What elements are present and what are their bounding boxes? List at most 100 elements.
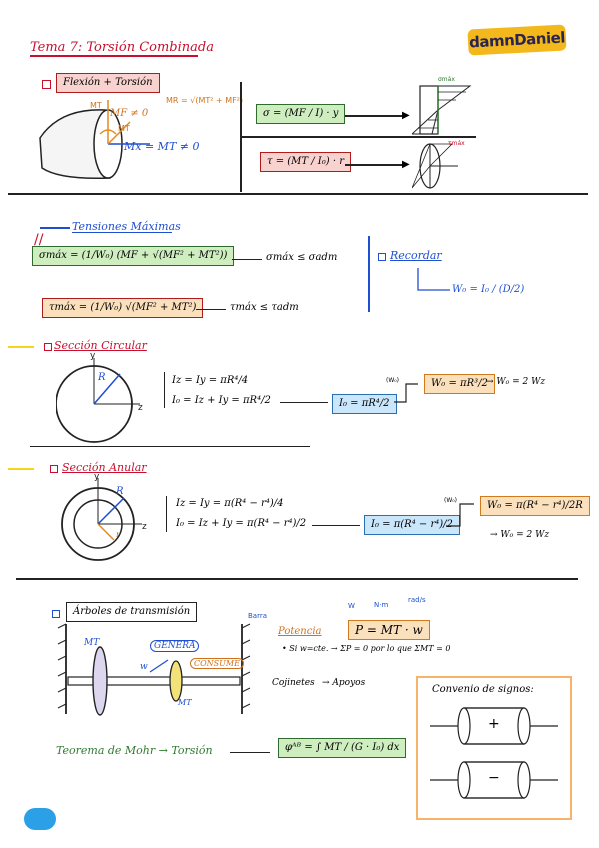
w0-result: → W₀ = 2 Wz bbox=[486, 377, 546, 387]
io-formula: I₀ = Iz + Iy = π(R⁴ − r⁴)/2 bbox=[176, 518, 307, 529]
mt-left-label: MT bbox=[84, 638, 100, 648]
io-formula: I₀ = Iz + Iy = πR⁴/2 bbox=[172, 395, 271, 406]
title-underline bbox=[30, 55, 198, 57]
si-line: • Si w=cte. → ΣP = 0 por lo que ΣMT = 0 bbox=[282, 644, 451, 653]
bullet-square-icon bbox=[44, 343, 52, 351]
potencia-label: Potencia bbox=[278, 626, 322, 637]
beam-label: Barra bbox=[248, 612, 268, 620]
arrow-line bbox=[280, 402, 328, 404]
w0-box: W₀ = πR³/2 bbox=[424, 374, 495, 394]
axis-y-label: y bbox=[90, 351, 96, 361]
io-box: I₀ = πR⁴/2 bbox=[332, 394, 397, 414]
inner-radius-label: r bbox=[116, 530, 120, 539]
apoyos-label: → Apoyos bbox=[322, 678, 366, 688]
arrow-line bbox=[40, 227, 70, 229]
sigma-max-label: σmáx bbox=[438, 76, 455, 83]
arrow-line bbox=[196, 309, 226, 311]
w0-box: W₀ = π(R⁴ − r⁴)/2R bbox=[480, 496, 590, 516]
circular-section-diagram bbox=[56, 358, 140, 443]
convenio-box bbox=[416, 676, 572, 820]
rad-unit-label: rad/s bbox=[408, 596, 426, 604]
tau-formula: τ = (MT / I₀) · r bbox=[260, 152, 351, 172]
convenio-title: Convenio de signos: bbox=[432, 684, 534, 695]
axis-z-label: z bbox=[142, 522, 147, 532]
heading-underline bbox=[72, 232, 172, 233]
sigma-max-formula: σmáx = (1/W₀) (MF + √(MF² + MT²)) bbox=[32, 246, 235, 266]
arrow-line bbox=[232, 259, 262, 261]
section-divider bbox=[30, 446, 310, 448]
nm-unit-label: N·m bbox=[374, 601, 389, 609]
mx-label: Mx = MT ≠ 0 bbox=[124, 140, 200, 153]
vertical-divider bbox=[368, 236, 370, 312]
mohr-heading: Teorema de Mohr → Torsión bbox=[56, 744, 213, 757]
w0-result: → W₀ = 2 Wz bbox=[490, 530, 550, 540]
tau-max-label: τmáx bbox=[448, 140, 465, 147]
circular-heading: Sección Circular bbox=[54, 339, 147, 352]
iz-formula: Iz = Iy = πR⁴/4 bbox=[172, 375, 249, 386]
w0-formula: W₀ = I₀ / (D/2) bbox=[452, 284, 525, 295]
sigma-distribution-diagram bbox=[412, 85, 472, 135]
mr-label: MR = √(MT² + MF²) bbox=[166, 96, 244, 105]
recordar-label: Recordar bbox=[390, 249, 442, 262]
bullet-square-icon bbox=[50, 465, 58, 473]
brand-mark-icon bbox=[24, 808, 56, 830]
tau-distribution-diagram bbox=[412, 143, 458, 189]
tau-max-formula: τmáx = (1/W₀) √(MF² + MT²) bbox=[42, 298, 204, 318]
radius-label: R bbox=[98, 372, 106, 383]
highlight-mark-icon: // bbox=[34, 232, 44, 248]
arboles-heading: Árboles de transmisión bbox=[66, 602, 198, 622]
sigma-formula: σ = (MF / I) · y bbox=[256, 104, 346, 124]
mf-label: MF ≠ 0 bbox=[110, 108, 149, 119]
mt-label: MT bbox=[118, 124, 130, 133]
bracket-arrow bbox=[394, 383, 418, 403]
omega-label: w bbox=[140, 662, 148, 672]
axis-z-label: z bbox=[138, 403, 143, 413]
transmission-shaft-diagram bbox=[57, 623, 251, 716]
page-title: Tema 7: Torsión Combinada bbox=[30, 40, 214, 55]
yellow-dash bbox=[8, 346, 34, 348]
mohr-formula: φᴬᴮ = ∫ MT / (G · I₀) dx bbox=[278, 738, 407, 758]
sign-convention-diagram bbox=[430, 707, 558, 799]
minus-sign: − bbox=[488, 770, 500, 786]
axis-y-label: y bbox=[94, 472, 100, 482]
mt-right-label: MT bbox=[178, 698, 192, 707]
bullet-square-icon bbox=[42, 80, 51, 89]
genera-label: GENERA bbox=[150, 640, 200, 652]
recordar-arrow bbox=[417, 268, 450, 291]
power-formula: P = MT · w bbox=[348, 620, 430, 640]
arrow-line bbox=[312, 525, 360, 527]
section-divider bbox=[16, 578, 578, 580]
arrow-head-icon: ▶ bbox=[402, 159, 410, 170]
sigma-condition: σmáx ≤ σadm bbox=[266, 252, 338, 263]
tau-condition: τmáx ≤ τadm bbox=[230, 302, 299, 313]
plus-sign: + bbox=[488, 716, 500, 732]
vertical-bar bbox=[166, 496, 168, 532]
iz-formula: Iz = Iy = π(R⁴ − r⁴)/4 bbox=[176, 498, 284, 509]
horizontal-divider bbox=[241, 136, 476, 138]
w-arrow-label: (W₀) bbox=[386, 377, 400, 384]
arrow-line bbox=[345, 164, 405, 166]
vertical-divider bbox=[240, 82, 242, 192]
consume-label: CONSUME bbox=[190, 658, 244, 669]
arrow-line bbox=[230, 752, 270, 754]
tensiones-heading: Tensiones Máximas bbox=[72, 220, 181, 233]
annular-section-diagram bbox=[61, 478, 142, 561]
bullet-square-icon bbox=[52, 610, 60, 618]
mt-small-label: MT bbox=[90, 101, 102, 110]
anular-heading: Sección Anular bbox=[62, 461, 147, 474]
arrow-head-icon: ▶ bbox=[402, 110, 410, 121]
bracket-arrow bbox=[446, 503, 474, 527]
vertical-bar bbox=[164, 372, 166, 408]
bullet-square-icon bbox=[378, 253, 386, 261]
io-box: I₀ = π(R⁴ − r⁴)/2 bbox=[364, 515, 460, 535]
brand-logo: damnDaniel bbox=[467, 24, 567, 56]
w-unit-label: W bbox=[348, 602, 355, 610]
section-divider bbox=[8, 193, 588, 195]
yellow-dash bbox=[8, 468, 34, 470]
cojinetes-label: Cojinetes bbox=[272, 678, 315, 688]
shaft-flexion-diagram bbox=[39, 100, 150, 180]
w-arrow-label: (W₀) bbox=[444, 497, 458, 504]
flexion-heading: Flexión + Torsión bbox=[56, 73, 160, 93]
arrow-line bbox=[345, 115, 405, 117]
radius-label: R bbox=[116, 486, 124, 497]
